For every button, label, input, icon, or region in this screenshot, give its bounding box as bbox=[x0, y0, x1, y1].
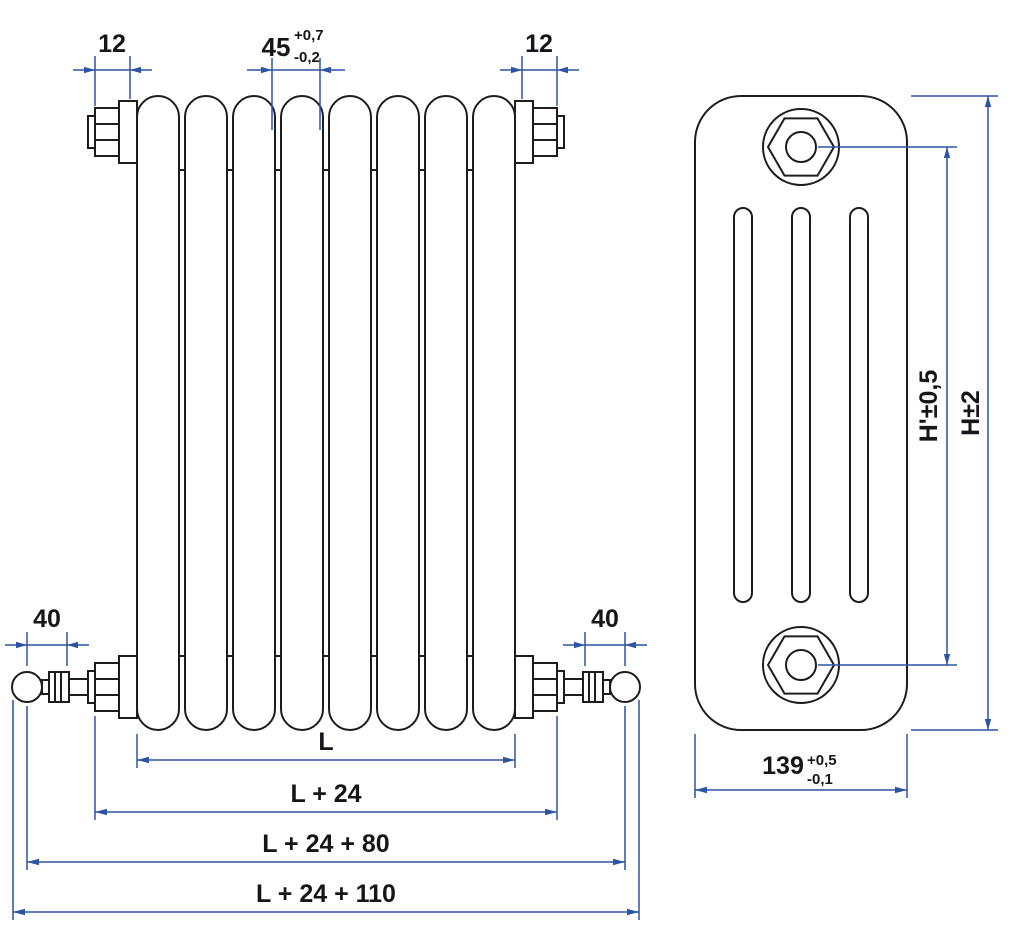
plug-flange bbox=[514, 655, 534, 719]
arrowhead bbox=[625, 641, 636, 649]
plug-hex-head bbox=[532, 107, 558, 157]
arrowhead bbox=[695, 786, 707, 794]
radiator-column bbox=[376, 95, 420, 731]
side-view: H'±0,5 H±2 139 +0,5 -0,1 bbox=[694, 95, 998, 798]
dim-label: L bbox=[318, 728, 333, 756]
valve-ball bbox=[11, 671, 43, 703]
bushing-bore bbox=[785, 131, 817, 163]
arrowhead bbox=[503, 756, 515, 764]
arrowhead bbox=[627, 908, 639, 916]
dim-length-l24-110: L + 24 + 110 bbox=[12, 700, 640, 920]
radiator-column bbox=[136, 95, 180, 731]
front-view: 12 45 +0,7 -0,2 12 bbox=[5, 27, 647, 920]
dim-tolerance-plus: +0,7 bbox=[294, 27, 324, 44]
arrowhead bbox=[613, 858, 625, 866]
plug-hex-head bbox=[94, 662, 120, 712]
column-slots bbox=[733, 207, 869, 603]
bottom-left-valve bbox=[11, 671, 89, 703]
plug-flange bbox=[118, 655, 138, 719]
arrowhead bbox=[84, 66, 95, 74]
dim-label: L + 24 + 80 bbox=[262, 830, 389, 858]
dim-label: H'±0,5 bbox=[915, 370, 943, 443]
arrowhead bbox=[984, 96, 992, 107]
bottom-bushing bbox=[762, 626, 840, 704]
radiator-column bbox=[328, 95, 372, 731]
dim-label: 139 bbox=[762, 752, 804, 780]
radiator-column bbox=[472, 95, 516, 731]
arrowhead bbox=[511, 66, 522, 74]
top-left-plug bbox=[87, 100, 138, 164]
plug-cap bbox=[87, 670, 96, 704]
arrowhead bbox=[895, 786, 907, 794]
valve-nut bbox=[582, 671, 604, 703]
top-right-plug bbox=[514, 100, 565, 164]
dim-valve-left: 40 bbox=[5, 605, 89, 666]
dim-plug-right: 12 bbox=[500, 30, 579, 106]
bottom-right-valve bbox=[563, 671, 641, 703]
dim-tolerance-minus: -0,1 bbox=[807, 771, 833, 788]
dim-plug-left: 12 bbox=[73, 30, 152, 106]
dim-length-l24: L + 24 bbox=[94, 716, 558, 820]
dim-label: 45 bbox=[262, 32, 291, 62]
bottom-left-plug bbox=[87, 655, 138, 719]
arrowhead bbox=[545, 808, 557, 816]
radiator-column bbox=[424, 95, 468, 731]
column-slot bbox=[849, 207, 869, 603]
column-slot bbox=[791, 207, 811, 603]
top-bushing bbox=[762, 108, 840, 186]
arrowhead bbox=[95, 808, 107, 816]
dim-label: L + 24 bbox=[290, 780, 361, 808]
arrowhead bbox=[137, 756, 149, 764]
arrowhead bbox=[984, 719, 992, 730]
valve-ball bbox=[609, 671, 641, 703]
valve-pipe bbox=[563, 678, 584, 696]
dim-column-pitch: 45 +0,7 -0,2 bbox=[247, 27, 345, 130]
valve-stem bbox=[41, 679, 50, 695]
arrowhead bbox=[27, 858, 39, 866]
arrowhead bbox=[943, 654, 951, 665]
dim-label: L + 24 + 110 bbox=[256, 880, 396, 908]
dim-width-139: 139 +0,5 -0,1 bbox=[694, 734, 908, 798]
radiator-columns bbox=[136, 95, 516, 731]
plug-flange bbox=[514, 100, 534, 164]
dim-label: 12 bbox=[525, 30, 553, 58]
dim-length-l: L bbox=[136, 728, 516, 768]
valve-pipe bbox=[68, 678, 89, 696]
dim-label: H±2 bbox=[957, 390, 985, 436]
dim-length-l24-80: L + 24 + 80 bbox=[26, 706, 626, 870]
arrowhead bbox=[557, 66, 568, 74]
dim-label: 40 bbox=[33, 605, 61, 633]
dim-height-overall: H±2 bbox=[911, 95, 998, 731]
plug-cap bbox=[87, 115, 96, 149]
plug-hex-head bbox=[532, 662, 558, 712]
radiator-column bbox=[280, 95, 324, 731]
dim-valve-right: 40 bbox=[563, 605, 647, 666]
valve-nut bbox=[48, 671, 70, 703]
plug-cap bbox=[556, 670, 565, 704]
dim-height-axis: H'±0,5 bbox=[818, 146, 957, 666]
plug-flange bbox=[118, 100, 138, 164]
dim-tolerance-plus: +0,5 bbox=[807, 752, 837, 769]
plug-hex-head bbox=[94, 107, 120, 157]
arrowhead bbox=[574, 641, 585, 649]
arrowhead bbox=[943, 147, 951, 158]
bushing-bore bbox=[785, 649, 817, 681]
dim-label: 40 bbox=[591, 605, 619, 633]
radiator-column bbox=[232, 95, 276, 731]
arrowhead bbox=[320, 66, 331, 74]
arrowhead bbox=[261, 66, 272, 74]
arrowhead bbox=[16, 641, 27, 649]
arrowhead bbox=[130, 66, 141, 74]
dim-label: 12 bbox=[98, 30, 126, 58]
arrowhead bbox=[13, 908, 25, 916]
arrowhead bbox=[67, 641, 78, 649]
radiator-body-side bbox=[694, 95, 908, 731]
dim-tolerance-minus: -0,2 bbox=[294, 49, 320, 66]
column-slot bbox=[733, 207, 753, 603]
bottom-right-plug bbox=[514, 655, 565, 719]
radiator-column bbox=[184, 95, 228, 731]
valve-stem bbox=[602, 679, 611, 695]
plug-cap bbox=[556, 115, 565, 149]
